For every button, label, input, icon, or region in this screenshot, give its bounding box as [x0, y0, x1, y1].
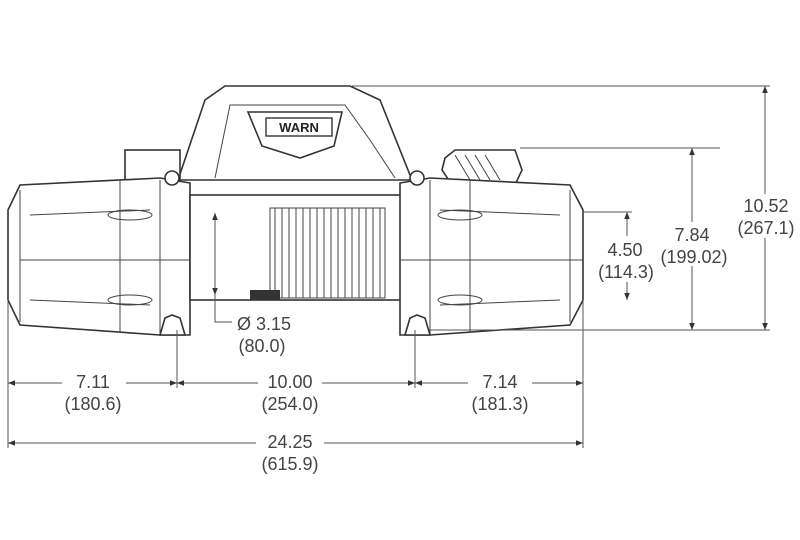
- svg-text:24.25: 24.25: [267, 432, 312, 452]
- svg-text:7.14: 7.14: [482, 372, 517, 392]
- extension-lines: [7, 85, 770, 448]
- svg-text:10.00: 10.00: [267, 372, 312, 392]
- cable-wraps: [269, 207, 386, 299]
- dimension-switch-height: 7.84 (199.02): [658, 148, 736, 330]
- svg-text:(80.0): (80.0): [238, 336, 285, 356]
- svg-text:10.52: 10.52: [743, 196, 788, 216]
- right-housing: [399, 177, 584, 336]
- svg-text:7.84: 7.84: [674, 225, 709, 245]
- svg-text:(254.0): (254.0): [261, 394, 318, 414]
- left-housing: [7, 177, 191, 336]
- svg-text:(114.3): (114.3): [598, 262, 654, 282]
- svg-text:(615.9): (615.9): [261, 454, 318, 474]
- svg-text:7.11: 7.11: [76, 372, 110, 392]
- dimension-mount-height: 4.50 (114.3): [598, 212, 656, 300]
- dimension-overall-length: 24.25 (615.9): [8, 430, 583, 474]
- svg-text:(199.02): (199.02): [660, 247, 727, 267]
- dimension-drum-diameter: Ø 3.15 (80.0): [212, 213, 291, 356]
- svg-text:(181.3): (181.3): [471, 394, 528, 414]
- dimension-left-housing: 7.11 (180.6): [8, 370, 177, 414]
- dimension-drum-length: 10.00 (254.0): [177, 370, 415, 414]
- svg-text:(267.1): (267.1): [737, 218, 794, 238]
- winch-illustration: WARN: [7, 85, 584, 336]
- dimension-right-housing: 7.14 (181.3): [415, 370, 583, 414]
- warn-logo: WARN: [279, 120, 319, 135]
- dimension-overall-height: 10.52 (267.1): [734, 86, 800, 330]
- svg-text:4.50: 4.50: [607, 240, 642, 260]
- svg-text:(180.6): (180.6): [64, 394, 121, 414]
- svg-text:Ø 3.15: Ø 3.15: [237, 314, 291, 334]
